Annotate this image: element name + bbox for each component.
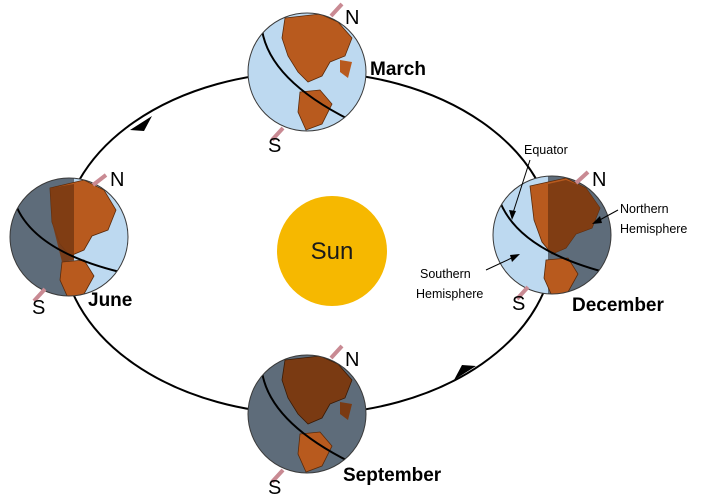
sun-label: Sun [311,238,354,265]
land-mass [297,89,333,131]
north-label: N [345,7,359,29]
axis-north [329,2,344,18]
month-label-march: March [370,59,426,80]
month-label-june: June [88,290,132,311]
equator-line [497,195,605,273]
equator-pointer [511,159,531,217]
north-label: N [345,349,359,371]
orbit-arrow-upper-left [130,116,152,131]
sun [277,196,387,306]
land-mass [281,355,353,425]
land-mass [297,431,333,473]
month-label-december: December [572,295,664,316]
month-label-september: September [343,465,442,486]
land-mass [281,13,353,83]
axis-south [270,468,285,484]
axis-north [91,173,108,187]
globe-june: N S June [9,169,132,319]
globe-march: N S March [247,2,426,157]
north-label: N [110,169,124,191]
orbit-arrow-lower-right [454,365,476,380]
axis-south [270,126,285,142]
equator-line [13,199,121,273]
globe-september: N S September [247,344,442,499]
axis-north [574,170,590,185]
northern-hemisphere-annotation-2: Hemisphere [620,222,687,236]
globe-december: N S December Equator Northern Hemisphere… [416,143,687,316]
south-label: S [512,293,525,315]
south-label: S [32,297,45,319]
northern-hemisphere-annotation-1: Northern [620,202,669,216]
axis-south [515,285,530,301]
southern-hemisphere-annotation-2: Hemisphere [416,287,483,301]
axis-south [32,287,47,303]
equator-line [261,29,351,121]
south-label: S [268,135,281,157]
north-label: N [592,169,606,191]
equator-annotation: Equator [524,143,568,157]
equator-line [261,371,351,463]
axis-north [329,344,344,360]
southern-hemisphere-annotation-1: Southern [420,267,471,281]
south-label: S [268,477,281,499]
